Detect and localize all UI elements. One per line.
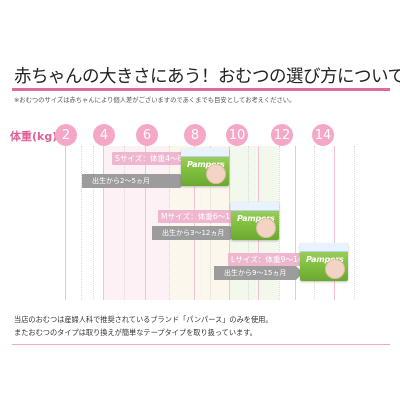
- grid-line: [65, 146, 66, 300]
- baby-image: [325, 259, 345, 279]
- brand-logo: Pampers: [187, 160, 225, 169]
- pampers-l-package: Pampers: [300, 243, 348, 281]
- baby-image: [206, 164, 226, 184]
- m-age-text: 出生から3～12ヵ月: [162, 229, 225, 237]
- weight-marker: 6: [136, 124, 158, 146]
- footer-line: またおむつのタイプは取り換えが簡単なテープタイプを取り扱っています。: [14, 328, 257, 337]
- grid-line: [314, 146, 315, 300]
- weight-axis-label: 体重(kg): [10, 130, 58, 143]
- l-age-text: 出生から9～15ヵ月: [224, 269, 287, 277]
- grid-line: [194, 146, 195, 300]
- s-age-arrow: 出生から2～5ヵ月: [82, 174, 187, 188]
- grid-line: [81, 146, 82, 300]
- baby-image: [256, 218, 276, 238]
- grid-line: [103, 146, 104, 300]
- page-title: 赤ちゃんの大きさにあう！おむつの選び方について: [14, 67, 400, 87]
- weight-marker: 10: [226, 124, 248, 146]
- grid-line: [124, 146, 125, 300]
- grid-line: [210, 146, 211, 300]
- weight-marker: 4: [93, 124, 115, 146]
- size-note: ※おむつのサイズは赤ちゃんにより個人差がございますのであくまでも目安としてお考え…: [14, 97, 296, 104]
- weight-marker: 12: [271, 124, 293, 146]
- m-age-arrow: 出生から3～12ヵ月: [152, 226, 237, 240]
- grid-line: [93, 146, 94, 300]
- s-age-text: 出生から2～5ヵ月: [92, 177, 150, 185]
- brand-logo: Pampers: [306, 255, 344, 264]
- footer-line: 当店のおむつは産婦人科で推奨されているブランド「パンパース」のみを使用。: [14, 315, 273, 324]
- pampers-m-package: Pampers: [231, 202, 279, 240]
- footer-text: 当店のおむつは産婦人科で推奨されているブランド「パンパース」のみを使用。 またお…: [14, 313, 394, 339]
- pampers-s-package: Pampers: [181, 148, 229, 186]
- weight-marker: 8: [184, 124, 206, 146]
- s-size-label: Sサイズ：体重4～8kg: [112, 152, 195, 165]
- grid-line: [295, 146, 296, 300]
- footer-divider: [12, 344, 390, 345]
- weight-marker: 2: [55, 124, 77, 146]
- grid-line: [229, 146, 230, 300]
- grid-line: [145, 146, 146, 300]
- brand-logo: Pampers: [237, 214, 275, 223]
- title-underline: [12, 88, 390, 91]
- weight-marker: 14: [312, 124, 334, 146]
- s-band: [103, 146, 169, 300]
- l-size-label: Lサイズ：体重9～14kg: [228, 253, 315, 266]
- grid-line: [354, 146, 355, 300]
- m-size-label: Mサイズ：体重6～11kg: [158, 210, 248, 223]
- grid-line: [279, 146, 280, 300]
- grid-line: [169, 146, 170, 300]
- l-age-arrow: 出生から9～15ヵ月: [214, 266, 303, 280]
- grid-line: [334, 146, 335, 300]
